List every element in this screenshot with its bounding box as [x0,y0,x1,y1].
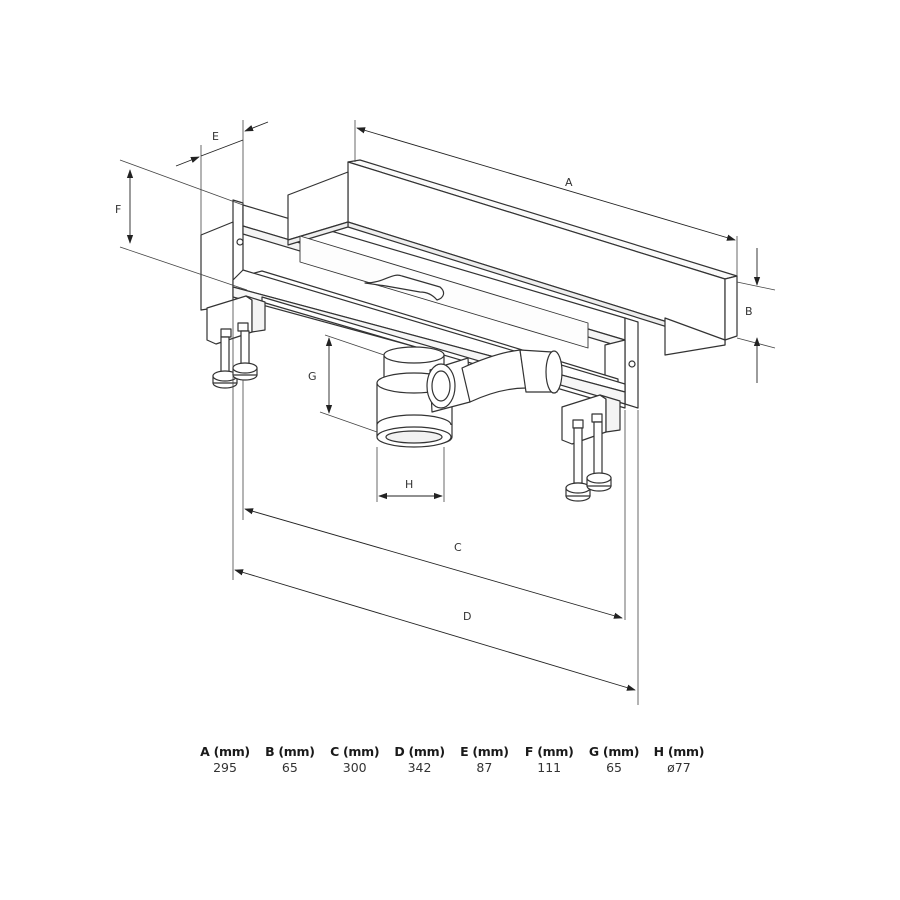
label-d: D [463,610,471,623]
dimension-b: B (mm) 65 [261,744,319,775]
dimension-value: 111 [537,760,562,775]
dimension-value: 295 [213,760,237,775]
dimension-header: D (mm) [394,744,445,759]
label-g: G [308,370,317,383]
label-e: E [212,130,219,143]
dimension-value: 87 [476,760,493,775]
dimension-value: 342 [407,760,432,775]
dimension-e: E (mm) 87 [455,744,513,775]
dimension-header: B (mm) [265,744,315,759]
dimension-value: 65 [606,760,623,775]
dimension-value: 300 [342,760,367,775]
dimension-header: E (mm) [460,744,509,759]
dimension-d: D (mm) 342 [391,744,449,775]
label-a: A [565,176,573,189]
dimension-header: A (mm) [200,744,250,759]
dimension-value: 65 [281,760,298,775]
dimension-g: G (mm) 65 [585,744,643,775]
drain-channel [200,159,738,502]
dimension-lines [119,120,776,705]
dimension-header: G (mm) [588,744,640,759]
dimension-a: A (mm) 295 [196,744,254,775]
dimension-header: H (mm) [653,744,705,759]
dimensions-table: A (mm) 295 B (mm) 65 C (mm) 300 D (mm) 3… [196,744,708,775]
label-h: H [405,478,413,491]
dimension-value: ø77 [667,760,691,775]
dimension-c: C (mm) 300 [326,744,384,775]
dimension-letters: A B C D E F G H [115,130,753,623]
label-c: C [454,541,462,554]
dimension-arrows [126,121,761,691]
dimension-h: H (mm) ø77 [650,744,708,775]
label-b: B [745,305,753,318]
label-f: F [115,203,121,216]
dimension-header: C (mm) [330,744,380,759]
dimension-header: F (mm) [524,744,574,759]
dimension-f: F (mm) 111 [520,744,578,775]
